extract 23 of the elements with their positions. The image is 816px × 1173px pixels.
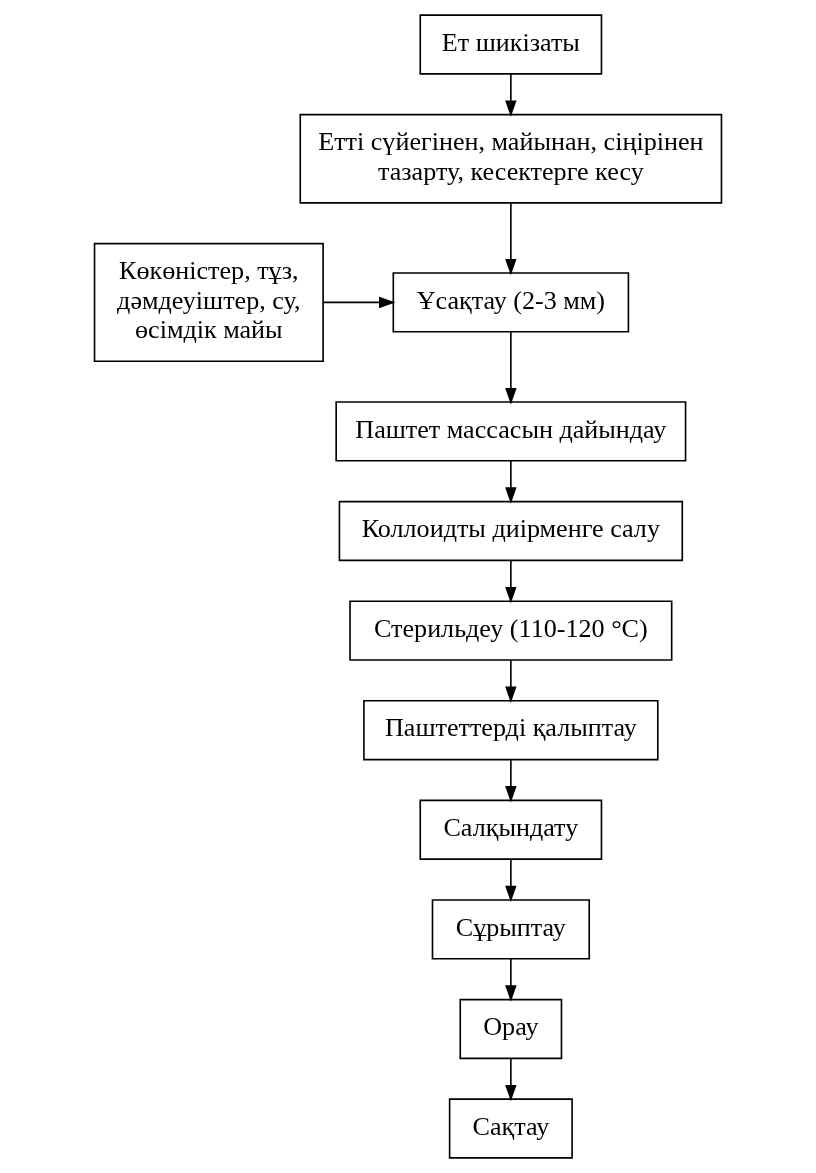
node-box: Ет шикізаты	[419, 14, 603, 75]
node-box: Етті сүйегінен, майынан, сіңірінен тазарту, кесектерге кесу	[299, 113, 723, 204]
arrow	[505, 758, 517, 803]
node-box: Салқындату	[419, 799, 603, 860]
arrow	[505, 73, 517, 117]
node-box: Көкөністер, тұз, дәмдеуіштер, су, өсімдік майы	[93, 242, 324, 362]
node-box: Коллоидты диірменге салу	[338, 500, 684, 562]
arrow	[505, 460, 517, 504]
node-box: Сұрыптау	[431, 899, 591, 960]
node-box: Ұсақтау (2-3 мм)	[392, 272, 630, 333]
node-box: Стерильдеу (110-120 °C)	[349, 600, 673, 661]
arrow	[505, 858, 517, 903]
arrow	[322, 296, 396, 309]
arrow	[505, 331, 517, 405]
node-box: Сақтау	[448, 1098, 573, 1159]
arrow	[505, 1057, 517, 1102]
arrow	[505, 559, 517, 604]
arrow	[505, 958, 517, 1002]
node-box: Орау	[459, 998, 563, 1060]
arrow	[505, 202, 517, 276]
node-box: Паштет массасын дайындау	[335, 401, 687, 462]
node-box: Паштеттерді қалыптау	[363, 699, 659, 761]
arrow	[505, 659, 517, 703]
